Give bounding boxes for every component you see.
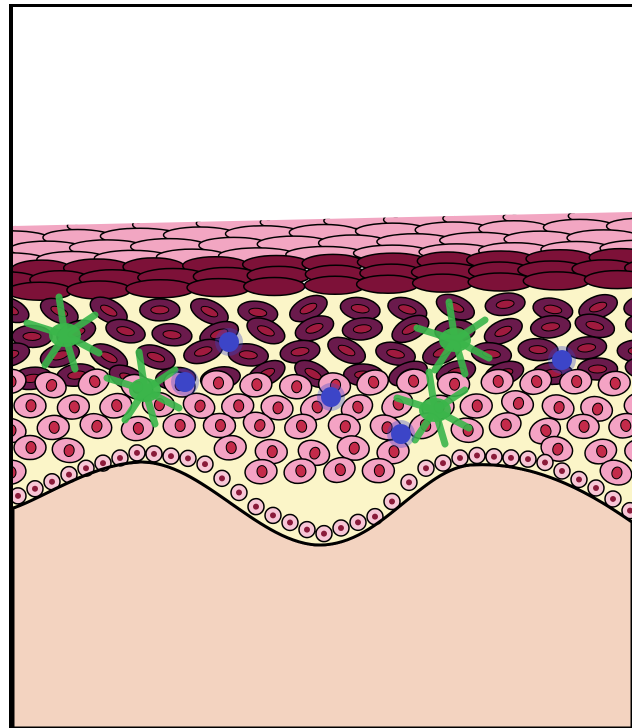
basal-nucleus bbox=[338, 525, 344, 531]
basal-nucleus bbox=[440, 460, 446, 466]
basal-nucleus bbox=[406, 479, 412, 485]
basal-nucleus bbox=[49, 479, 55, 485]
basal-nucleus bbox=[525, 456, 531, 462]
granular-cell bbox=[413, 274, 473, 292]
basal-nucleus bbox=[134, 450, 140, 456]
basal-nucleus bbox=[185, 455, 191, 461]
basal-nucleus bbox=[474, 453, 480, 459]
basal-nucleus bbox=[491, 454, 497, 460]
keratinocyte bbox=[163, 413, 196, 438]
basal-nucleus bbox=[542, 460, 548, 466]
granular-cell bbox=[523, 272, 589, 290]
basal-nucleus bbox=[457, 455, 463, 461]
lymphocyte bbox=[219, 332, 239, 352]
granular-cell bbox=[357, 275, 419, 293]
lymphocyte bbox=[391, 424, 411, 444]
spinous-cell bbox=[140, 299, 180, 321]
basal-nucleus bbox=[117, 455, 123, 461]
granular-cell bbox=[67, 281, 131, 299]
lymphocyte bbox=[552, 350, 572, 370]
basal-nucleus bbox=[219, 475, 225, 481]
basal-nucleus bbox=[32, 486, 38, 492]
basal-nucleus bbox=[151, 451, 157, 457]
basal-nucleus bbox=[593, 485, 599, 491]
granular-cell bbox=[126, 280, 195, 298]
lymphocyte bbox=[175, 372, 195, 392]
basal-nucleus bbox=[321, 531, 327, 537]
keratinocyte bbox=[460, 393, 493, 419]
keratinocyte bbox=[14, 394, 46, 418]
basal-nucleus bbox=[66, 472, 72, 478]
basal-nucleus bbox=[372, 514, 378, 520]
keratinocyte bbox=[362, 458, 394, 482]
basal-nucleus bbox=[270, 512, 276, 518]
basal-nucleus bbox=[15, 493, 21, 499]
basal-nucleus bbox=[100, 460, 106, 466]
basal-nucleus bbox=[610, 496, 616, 502]
basal-nucleus bbox=[576, 477, 582, 483]
basal-nucleus bbox=[355, 519, 361, 525]
basal-nucleus bbox=[202, 461, 208, 467]
basal-nucleus bbox=[559, 468, 565, 474]
keratinocyte bbox=[203, 413, 235, 438]
basal-nucleus bbox=[253, 504, 259, 510]
basal-nucleus bbox=[287, 520, 293, 526]
basal-nucleus bbox=[236, 490, 242, 496]
granular-cell bbox=[187, 279, 250, 297]
basal-nucleus bbox=[168, 453, 174, 459]
basal-nucleus bbox=[83, 465, 89, 471]
frame-top-border bbox=[9, 4, 632, 7]
keratinocyte bbox=[14, 435, 46, 459]
basal-nucleus bbox=[423, 465, 429, 471]
basal-nucleus bbox=[508, 455, 514, 461]
basal-nucleus bbox=[389, 499, 395, 505]
basal-nucleus bbox=[304, 527, 310, 533]
granular-cell bbox=[584, 271, 632, 289]
lymphocyte bbox=[321, 387, 341, 407]
frame-left-border bbox=[9, 4, 13, 728]
granular-cell bbox=[244, 278, 305, 296]
